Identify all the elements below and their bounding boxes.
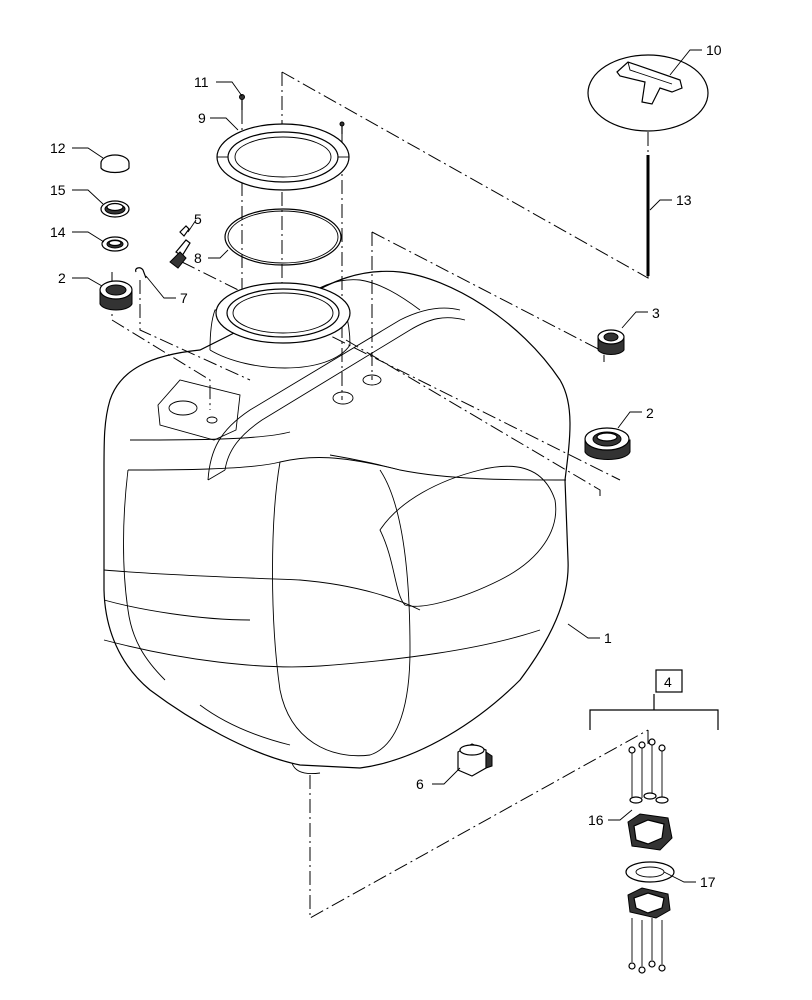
callout-12: 12: [50, 140, 66, 156]
callout-16: 16: [588, 812, 604, 828]
callout-17: 17: [700, 874, 716, 890]
callout-7: 7: [180, 290, 188, 306]
callout-15: 15: [50, 182, 66, 198]
callout-3: 3: [652, 305, 660, 321]
kit-bracket: [589, 694, 719, 974]
bulkhead-fitting-2b: [584, 427, 631, 460]
lid-detail: [587, 54, 709, 132]
clip: [135, 267, 147, 279]
gasket: [224, 208, 342, 266]
callout-11: 11: [194, 74, 209, 90]
plug-12: [100, 154, 130, 174]
callout-9: 9: [198, 110, 206, 126]
callout-8: 8: [194, 250, 202, 266]
callout-4: 4: [664, 674, 672, 690]
screws: [239, 94, 345, 134]
elbow-fitting: [169, 225, 191, 269]
callout-labels: 1 2 2 3 4 5 6 7 8 9 10 11 12 13 14 15 16…: [50, 42, 722, 890]
fitting-3: [597, 329, 625, 355]
callout-2-right: 2: [646, 405, 654, 421]
filler-opening: [215, 282, 351, 344]
callout-10: 10: [706, 42, 722, 58]
washer-14: [101, 236, 129, 252]
nut-15: [100, 200, 130, 218]
drain-plug: [457, 743, 493, 777]
bulkhead-fitting-2a: [99, 280, 133, 311]
callout-13: 13: [676, 192, 692, 208]
callout-1: 1: [604, 630, 612, 646]
callout-6: 6: [416, 776, 424, 792]
tank-body: [103, 270, 571, 774]
leader-lines: [72, 49, 702, 883]
callout-4-box: [655, 669, 683, 693]
callout-2-left: 2: [58, 270, 66, 286]
callout-5: 5: [194, 211, 202, 227]
callout-14: 14: [50, 224, 66, 240]
mounting-ring: [216, 123, 350, 191]
assembly-lines: [111, 71, 649, 919]
